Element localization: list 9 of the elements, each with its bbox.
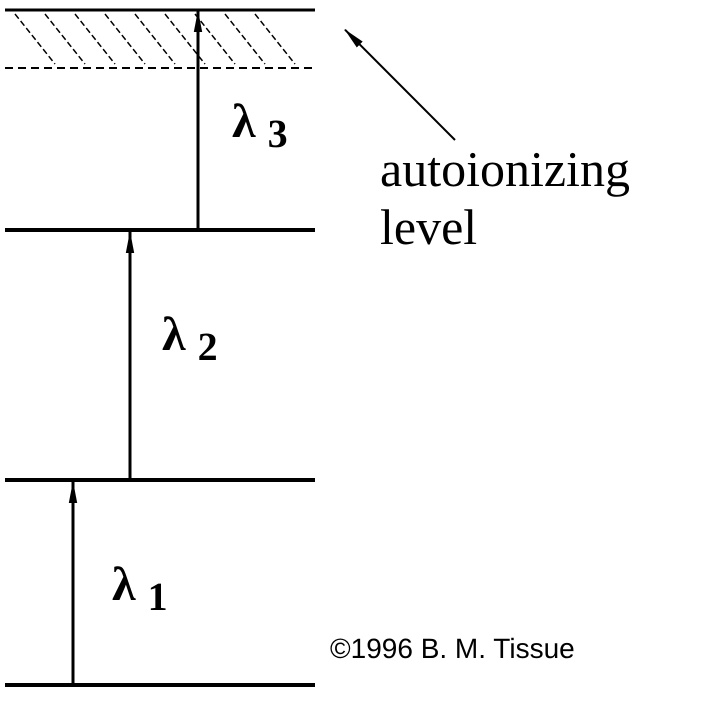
copyright-note: ©1996 B. M. Tissue (330, 632, 575, 666)
transition-arrow (68, 480, 78, 683)
wavelength-label: λ$_{2}$ (162, 307, 218, 365)
leader-arrow (344, 28, 456, 141)
level-label: autoionizing level (380, 140, 631, 256)
wavelength-label: λ$_{1}$ (112, 557, 168, 615)
wavelength-label: λ$_{3}$ (232, 94, 288, 152)
transition-arrow (126, 230, 134, 478)
transition-arrow (194, 10, 202, 228)
